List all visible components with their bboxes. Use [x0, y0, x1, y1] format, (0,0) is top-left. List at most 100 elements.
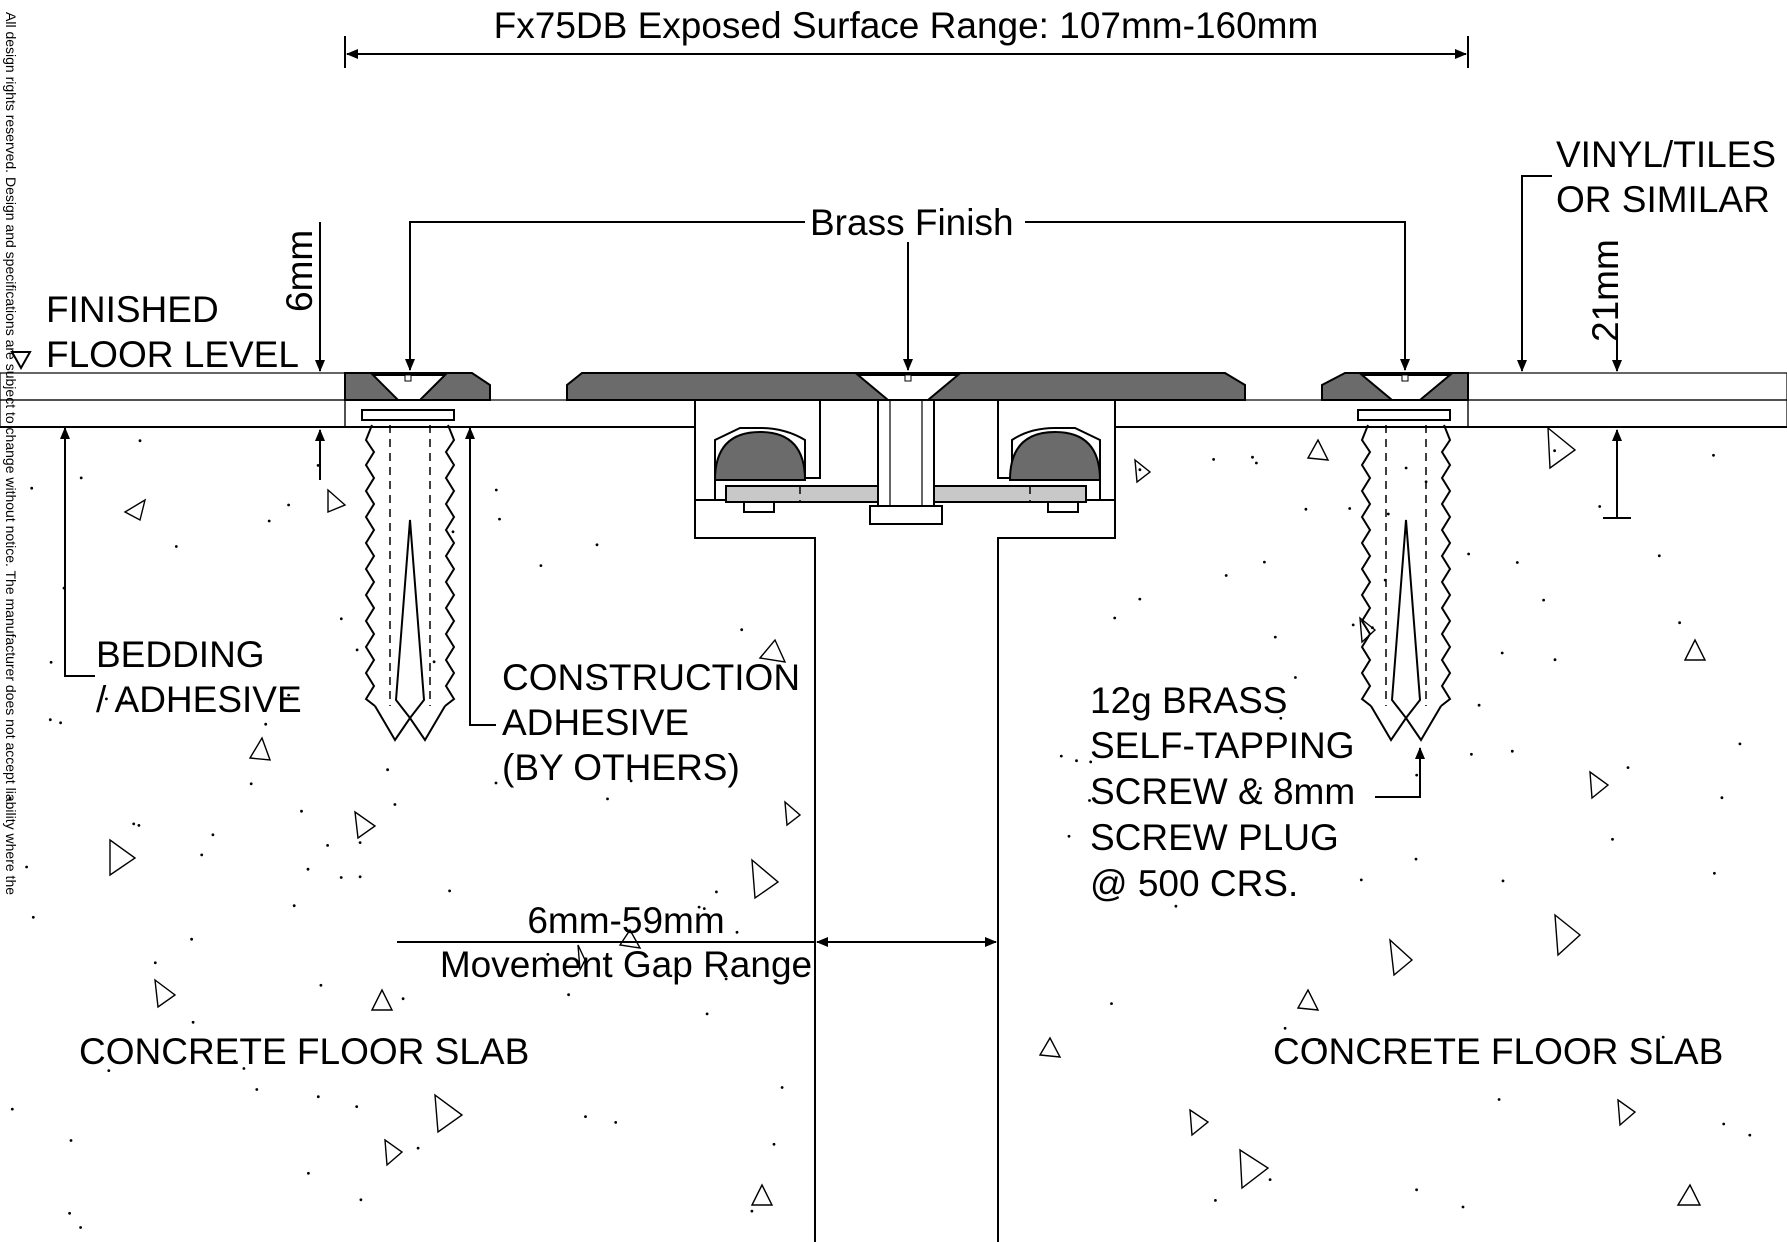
aggregate-dot: [740, 628, 744, 632]
aggregate-dot: [393, 803, 397, 806]
aggregate-dot: [287, 693, 290, 697]
screw-label-2: SELF-TAPPING: [1090, 725, 1355, 766]
aggregate-dot: [31, 915, 35, 919]
aggregate-dot: [1713, 871, 1716, 875]
aggregate-dot: [153, 961, 157, 965]
aggregate-dot: [702, 907, 706, 910]
aggregate-dot: [316, 464, 320, 467]
aggregate-dot: [25, 865, 28, 869]
aggregate-dot: [1224, 574, 1228, 577]
screw-label-1: 12g BRASS: [1090, 680, 1287, 721]
aggregate-dot: [1255, 461, 1258, 465]
aggregate-dot: [267, 519, 271, 523]
aggregate-dot: [8, 796, 12, 800]
aggregate-dot: [249, 782, 253, 786]
vinyl-label-1: VINYL/TILES: [1556, 134, 1776, 175]
aggregate-dot: [287, 503, 290, 507]
dim-6mm-label: 6mm: [279, 230, 320, 312]
aggregate-dot: [498, 517, 501, 521]
aggregate-dot: [1500, 651, 1504, 655]
aggregate-dot: [494, 488, 498, 492]
aggregate-dot: [401, 997, 405, 1001]
brass-finish-label: Brass Finish: [810, 202, 1014, 243]
aggregate-dot: [1553, 449, 1556, 453]
side-note: All design rights reserved. Design and s…: [3, 12, 19, 895]
screw-label-3: SCREW & 8mm: [1090, 771, 1355, 812]
aggregate-dot: [358, 841, 362, 844]
aggregate-dot: [715, 890, 718, 894]
aggregate-dot: [1414, 857, 1418, 861]
aggregate-dot: [1251, 455, 1254, 459]
aggregate-dot: [780, 1086, 784, 1089]
aggregate-dot: [1611, 837, 1614, 841]
aggregate-dot: [1553, 658, 1557, 662]
aggregate-dot: [705, 1012, 709, 1016]
aggregate-dot: [355, 1105, 359, 1108]
aggregate-dot: [59, 721, 62, 725]
aggregate-dot: [1059, 754, 1063, 758]
aggregate-dot: [1088, 799, 1091, 802]
aggregate-dot: [132, 822, 136, 826]
aggregate-dot: [1258, 787, 1262, 790]
aggregate-dot: [1712, 453, 1715, 457]
vinyl-label-2: OR SIMILAR: [1556, 179, 1770, 220]
aggregate-dot: [1113, 616, 1117, 620]
aggregate-dot: [306, 867, 310, 871]
aggregate-dot: [68, 1211, 71, 1215]
aggregate-dot: [416, 1146, 420, 1150]
aggregate-dot: [1146, 712, 1149, 715]
aggregate-dot: [174, 545, 178, 548]
aggregate-dot: [1657, 554, 1661, 558]
aggregate-dot: [242, 1067, 246, 1070]
aggregate-dot: [1598, 505, 1602, 508]
aggregate-dot: [1661, 1035, 1665, 1039]
left-screw-plug: [361, 409, 456, 742]
construction-label-2: ADHESIVE: [502, 702, 689, 743]
aggregate-dot: [1497, 1098, 1501, 1101]
aggregate-dot: [1748, 1133, 1752, 1137]
aggregate-dot: [79, 476, 83, 480]
aggregate-dot: [1263, 560, 1266, 564]
aggregate-dot: [124, 700, 128, 703]
aggregate-dot: [1722, 1122, 1726, 1126]
concrete-slabs: [0, 426, 1787, 1242]
aggregate-dot: [1268, 1178, 1272, 1181]
aggregate-dot: [1075, 759, 1078, 763]
aggregate-dot: [735, 930, 739, 934]
aggregate-dot: [697, 905, 701, 909]
concrete-dots: [8, 439, 1752, 1229]
aggregate-dot: [207, 1059, 210, 1063]
aggregate-dot: [358, 875, 362, 879]
brass-cover-plates: [344, 372, 1469, 401]
aggregate-dot: [606, 797, 609, 801]
aggregate-dot: [1415, 1188, 1418, 1192]
bedding-label-2: / ADHESIVE: [96, 679, 302, 720]
aggregate-dot: [718, 964, 722, 968]
aggregate-dot: [595, 543, 599, 547]
slab-right-label: CONCRETE FLOOR SLAB: [1273, 1031, 1723, 1072]
aggregate-dot: [584, 1115, 587, 1118]
aggregate-dot: [614, 1121, 618, 1124]
aggregate-dot: [1720, 796, 1724, 800]
aggregate-dot: [451, 530, 455, 534]
aggregate-dot: [339, 617, 343, 621]
aggregate-dot: [1738, 742, 1742, 746]
aggregate-dot: [48, 718, 52, 722]
aggregate-dot: [1461, 1205, 1465, 1209]
aggregate-dot: [1470, 752, 1473, 756]
aggregate-dot: [355, 648, 359, 652]
aggregate-dot: [190, 937, 194, 941]
aggregate-dot: [1501, 879, 1505, 883]
aggregate-dot: [339, 876, 343, 879]
aggregate-dot: [69, 1139, 73, 1142]
gap-label-2: Movement Gap Range: [440, 944, 812, 985]
aggregate-dot: [10, 1107, 14, 1111]
aggregate-dot: [264, 722, 268, 726]
construction-label-3: (BY OTHERS): [502, 747, 740, 788]
aggregate-dot: [211, 833, 215, 837]
dim-21mm-label: 21mm: [1585, 239, 1626, 342]
aggregate-dot: [546, 952, 550, 956]
drawing-title: Fx75DB Exposed Surface Range: 107mm-160m…: [494, 5, 1319, 46]
aggregate-dot: [567, 993, 570, 997]
aggregate-dot: [1067, 834, 1071, 838]
